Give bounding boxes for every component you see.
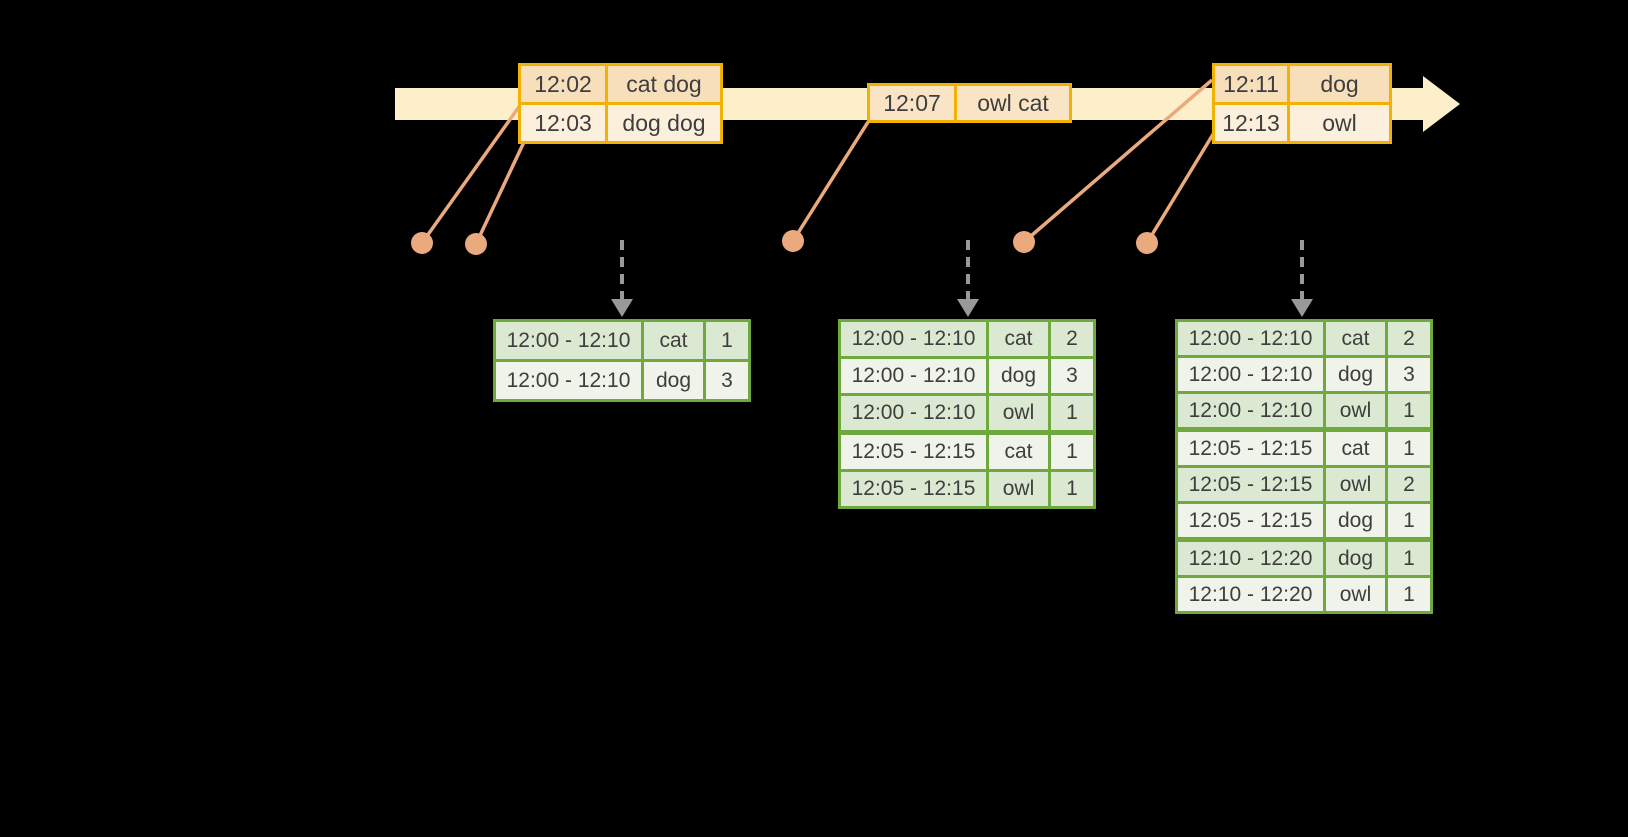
word-cell: cat bbox=[989, 435, 1048, 469]
word-cell: cat bbox=[989, 322, 1048, 356]
count-cell: 2 bbox=[1051, 322, 1093, 356]
result-table-1: 12:00 - 12:10 cat 1 12:00 - 12:10 dog 3 bbox=[493, 319, 751, 402]
word-cell: cat bbox=[1326, 432, 1385, 465]
event-table-3: 12:11 dog 12:13 owl bbox=[1212, 63, 1392, 144]
word-cell: owl bbox=[989, 472, 1048, 506]
count-cell: 3 bbox=[1051, 359, 1093, 393]
word-cell: owl bbox=[1326, 468, 1385, 501]
event-dot-icon bbox=[782, 230, 804, 252]
count-cell: 1 bbox=[1388, 504, 1430, 537]
event-connector-line bbox=[791, 121, 870, 242]
result-row: 12:10 - 12:20 owl 1 bbox=[1178, 578, 1430, 611]
count-cell: 3 bbox=[706, 362, 748, 399]
result-row: 12:00 - 12:10 cat 2 bbox=[841, 322, 1093, 356]
event-time: 12:13 bbox=[1215, 105, 1287, 141]
event-dot-icon bbox=[1013, 231, 1035, 253]
count-cell: 1 bbox=[1051, 472, 1093, 506]
window-cell: 12:05 - 12:15 bbox=[1178, 468, 1323, 501]
count-cell: 1 bbox=[1051, 435, 1093, 469]
word-cell: dog bbox=[644, 362, 703, 399]
window-cell: 12:00 - 12:10 bbox=[1178, 394, 1323, 427]
count-cell: 1 bbox=[1388, 578, 1430, 611]
word-cell: dog bbox=[1326, 504, 1385, 537]
window-cell: 12:00 - 12:10 bbox=[1178, 358, 1323, 391]
trigger-arrow-icon bbox=[957, 240, 979, 317]
result-row: 12:00 - 12:10 dog 3 bbox=[1178, 358, 1430, 391]
result-row: 12:05 - 12:15 owl 1 bbox=[841, 472, 1093, 506]
event-time: 12:07 bbox=[870, 86, 954, 120]
event-table-1: 12:02 cat dog 12:03 dog dog bbox=[518, 63, 723, 144]
count-cell: 2 bbox=[1388, 468, 1430, 501]
event-time: 12:03 bbox=[521, 105, 605, 141]
result-row: 12:00 - 12:10 owl 1 bbox=[1178, 394, 1430, 427]
word-cell: dog bbox=[989, 359, 1048, 393]
trigger-arrow-icon bbox=[1291, 240, 1313, 317]
result-row: 12:05 - 12:15 cat 1 bbox=[841, 435, 1093, 469]
count-cell: 1 bbox=[1051, 396, 1093, 430]
event-row: 12:03 dog dog bbox=[521, 105, 720, 141]
result-table-3: 12:00 - 12:10 cat 2 12:00 - 12:10 dog 3 … bbox=[1175, 319, 1433, 614]
result-row: 12:05 - 12:15 dog 1 bbox=[1178, 504, 1430, 537]
event-words: dog bbox=[1290, 66, 1389, 102]
result-row: 12:00 - 12:10 dog 3 bbox=[841, 359, 1093, 393]
count-cell: 1 bbox=[1388, 432, 1430, 465]
event-connector-line bbox=[474, 141, 526, 245]
word-cell: dog bbox=[1326, 358, 1385, 391]
event-time: 12:02 bbox=[521, 66, 605, 102]
event-dot-icon bbox=[411, 232, 433, 254]
window-cell: 12:05 - 12:15 bbox=[841, 435, 986, 469]
window-cell: 12:00 - 12:10 bbox=[841, 322, 986, 356]
result-row: 12:00 - 12:10 cat 2 bbox=[1178, 322, 1430, 355]
window-cell: 12:05 - 12:15 bbox=[1178, 432, 1323, 465]
word-cell: owl bbox=[1326, 394, 1385, 427]
event-row: 12:02 cat dog bbox=[521, 66, 720, 102]
event-words: dog dog bbox=[608, 105, 720, 141]
result-row: 12:05 - 12:15 owl 2 bbox=[1178, 468, 1430, 501]
event-words: cat dog bbox=[608, 66, 720, 102]
count-cell: 1 bbox=[1388, 542, 1430, 575]
count-cell: 1 bbox=[706, 322, 748, 359]
event-time: 12:11 bbox=[1215, 66, 1287, 102]
result-row: 12:00 - 12:10 cat 1 bbox=[496, 322, 748, 359]
event-connector-line bbox=[420, 102, 523, 245]
event-connector-line bbox=[1145, 130, 1217, 244]
word-cell: cat bbox=[1326, 322, 1385, 355]
result-table-2: 12:00 - 12:10 cat 2 12:00 - 12:10 dog 3 … bbox=[838, 319, 1096, 509]
window-cell: 12:00 - 12:10 bbox=[1178, 322, 1323, 355]
event-row: 12:13 owl bbox=[1215, 105, 1389, 141]
word-cell: owl bbox=[1326, 578, 1385, 611]
event-row: 12:11 dog bbox=[1215, 66, 1389, 102]
window-cell: 12:10 - 12:20 bbox=[1178, 542, 1323, 575]
result-row: 12:00 - 12:10 dog 3 bbox=[496, 362, 748, 399]
event-dot-icon bbox=[1136, 232, 1158, 254]
result-row: 12:10 - 12:20 dog 1 bbox=[1178, 542, 1430, 575]
window-cell: 12:05 - 12:15 bbox=[841, 472, 986, 506]
count-cell: 2 bbox=[1388, 322, 1430, 355]
word-cell: cat bbox=[644, 322, 703, 359]
event-dot-icon bbox=[465, 233, 487, 255]
result-row: 12:00 - 12:10 owl 1 bbox=[841, 396, 1093, 430]
trigger-arrow-icon bbox=[611, 240, 633, 317]
count-cell: 1 bbox=[1388, 394, 1430, 427]
window-cell: 12:05 - 12:15 bbox=[1178, 504, 1323, 537]
event-words: owl cat bbox=[957, 86, 1069, 120]
event-words: owl bbox=[1290, 105, 1389, 141]
event-row: 12:07 owl cat bbox=[870, 86, 1069, 120]
event-table-2: 12:07 owl cat bbox=[867, 83, 1072, 123]
window-cell: 12:10 - 12:20 bbox=[1178, 578, 1323, 611]
result-row: 12:05 - 12:15 cat 1 bbox=[1178, 432, 1430, 465]
window-cell: 12:00 - 12:10 bbox=[496, 322, 641, 359]
timeline-arrowhead-icon bbox=[1423, 76, 1460, 132]
word-cell: dog bbox=[1326, 542, 1385, 575]
count-cell: 3 bbox=[1388, 358, 1430, 391]
word-cell: owl bbox=[989, 396, 1048, 430]
window-cell: 12:00 - 12:10 bbox=[841, 359, 986, 393]
window-cell: 12:00 - 12:10 bbox=[496, 362, 641, 399]
window-cell: 12:00 - 12:10 bbox=[841, 396, 986, 430]
